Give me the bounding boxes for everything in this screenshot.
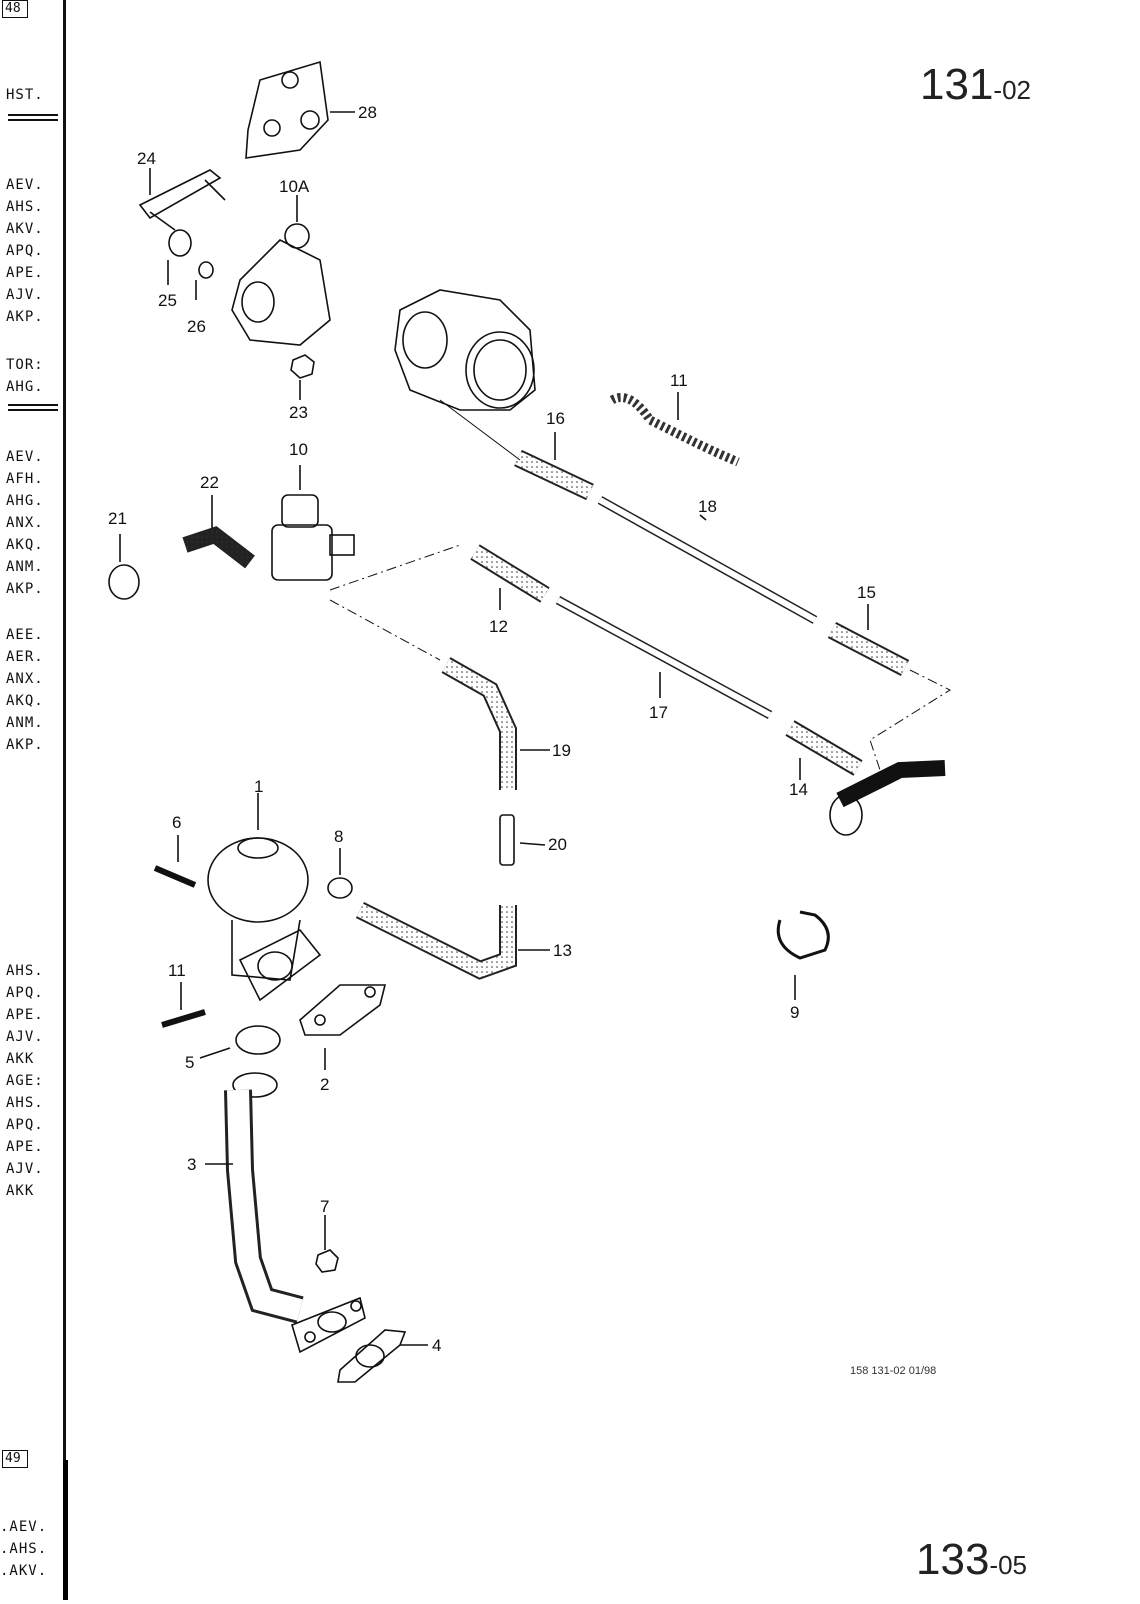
callout-7: 7 <box>320 1197 329 1216</box>
callout-12: 11 <box>168 961 186 980</box>
drawing-reference: 158 131-02 01/98 <box>850 1365 937 1377</box>
page-title: 131-02 <box>920 60 1031 109</box>
part-12-bolt <box>161 1009 206 1028</box>
callout-4: 4 <box>432 1336 441 1355</box>
part-7-nut <box>315 1249 339 1273</box>
code-group-c: AEE.AER.ANX.AKQ.ANM.AKP. <box>6 627 44 753</box>
code-group-b: AEV.AFH.AHG.ANX.AKQ.ANM.AKP. <box>6 449 44 597</box>
part-26-damper <box>168 229 192 257</box>
callout-27: 26 <box>187 317 206 336</box>
callout-17: 16 <box>546 409 565 428</box>
callout-2: 2 <box>320 1075 329 1094</box>
callout-19: 18 <box>698 497 717 516</box>
callout-28: 28 <box>358 103 377 122</box>
code-group-e: .AEV..AHS..AKV. <box>0 1519 48 1579</box>
callout-23: 22 <box>200 473 219 492</box>
callout-3: 3 <box>187 1155 196 1174</box>
callout-10A: 10A <box>279 177 310 196</box>
callout-26: 25 <box>158 291 177 310</box>
part-11-spring <box>609 393 740 467</box>
part-1-egr-valve <box>207 837 309 923</box>
part-10-solenoid <box>281 494 319 528</box>
page-ref-box-bottom: 49 <box>2 1450 28 1468</box>
part-24-nut <box>290 354 315 379</box>
part-8-clamp <box>327 877 353 899</box>
part-2-gasket <box>299 984 387 1036</box>
section-divider <box>8 404 58 411</box>
callout-24: 23 <box>289 403 308 422</box>
part-28-heat-shield <box>245 60 329 159</box>
part-6-bolt <box>153 865 197 888</box>
part-21-connector <box>499 814 515 866</box>
callout-22: 21 <box>108 509 127 528</box>
page-ref-box-top: 48 <box>2 0 28 18</box>
part-25-bracket <box>138 169 222 220</box>
part-5-clamp <box>235 1025 281 1055</box>
code-group-tor: TOR:AHG. <box>6 357 44 395</box>
callout-8: 8 <box>334 827 343 846</box>
sidebar-divider <box>63 0 66 1600</box>
callout-25: 24 <box>137 149 156 168</box>
part-9-hose-clamp <box>776 910 830 960</box>
callout-16: 15 <box>857 583 876 602</box>
callout-9: 9 <box>790 1003 799 1022</box>
callout-labels: 28 24 10A 25 26 23 11 16 10 22 18 21 15 … <box>108 103 876 1355</box>
callout-18: 17 <box>649 703 668 722</box>
part-22-cap <box>108 564 140 600</box>
part-4-gasket <box>337 1329 407 1383</box>
throttle-body <box>394 289 536 411</box>
callout-1: 1 <box>254 777 263 796</box>
sidebar-divider-bottom <box>63 1460 68 1600</box>
callout-6: 6 <box>172 813 181 832</box>
callout-10: 10 <box>289 440 308 459</box>
part-27-washer <box>198 261 214 279</box>
t-connector <box>836 760 946 808</box>
section-divider <box>8 114 58 121</box>
code-group-a: AEV.AHS.AKV.APQ.APE.AJV.AKP. <box>6 177 44 325</box>
callout-5: 5 <box>185 1053 194 1072</box>
callout-14: 13 <box>553 941 572 960</box>
callout-20: 19 <box>552 741 571 760</box>
callout-15: 14 <box>789 780 808 799</box>
callout-21: 20 <box>548 835 567 854</box>
callout-11: 11 <box>670 371 688 390</box>
next-page-title: 133-05 <box>916 1535 1027 1584</box>
callout-13: 12 <box>489 617 508 636</box>
code-hst: HST. <box>6 87 44 103</box>
part-10A-valve <box>231 239 331 346</box>
